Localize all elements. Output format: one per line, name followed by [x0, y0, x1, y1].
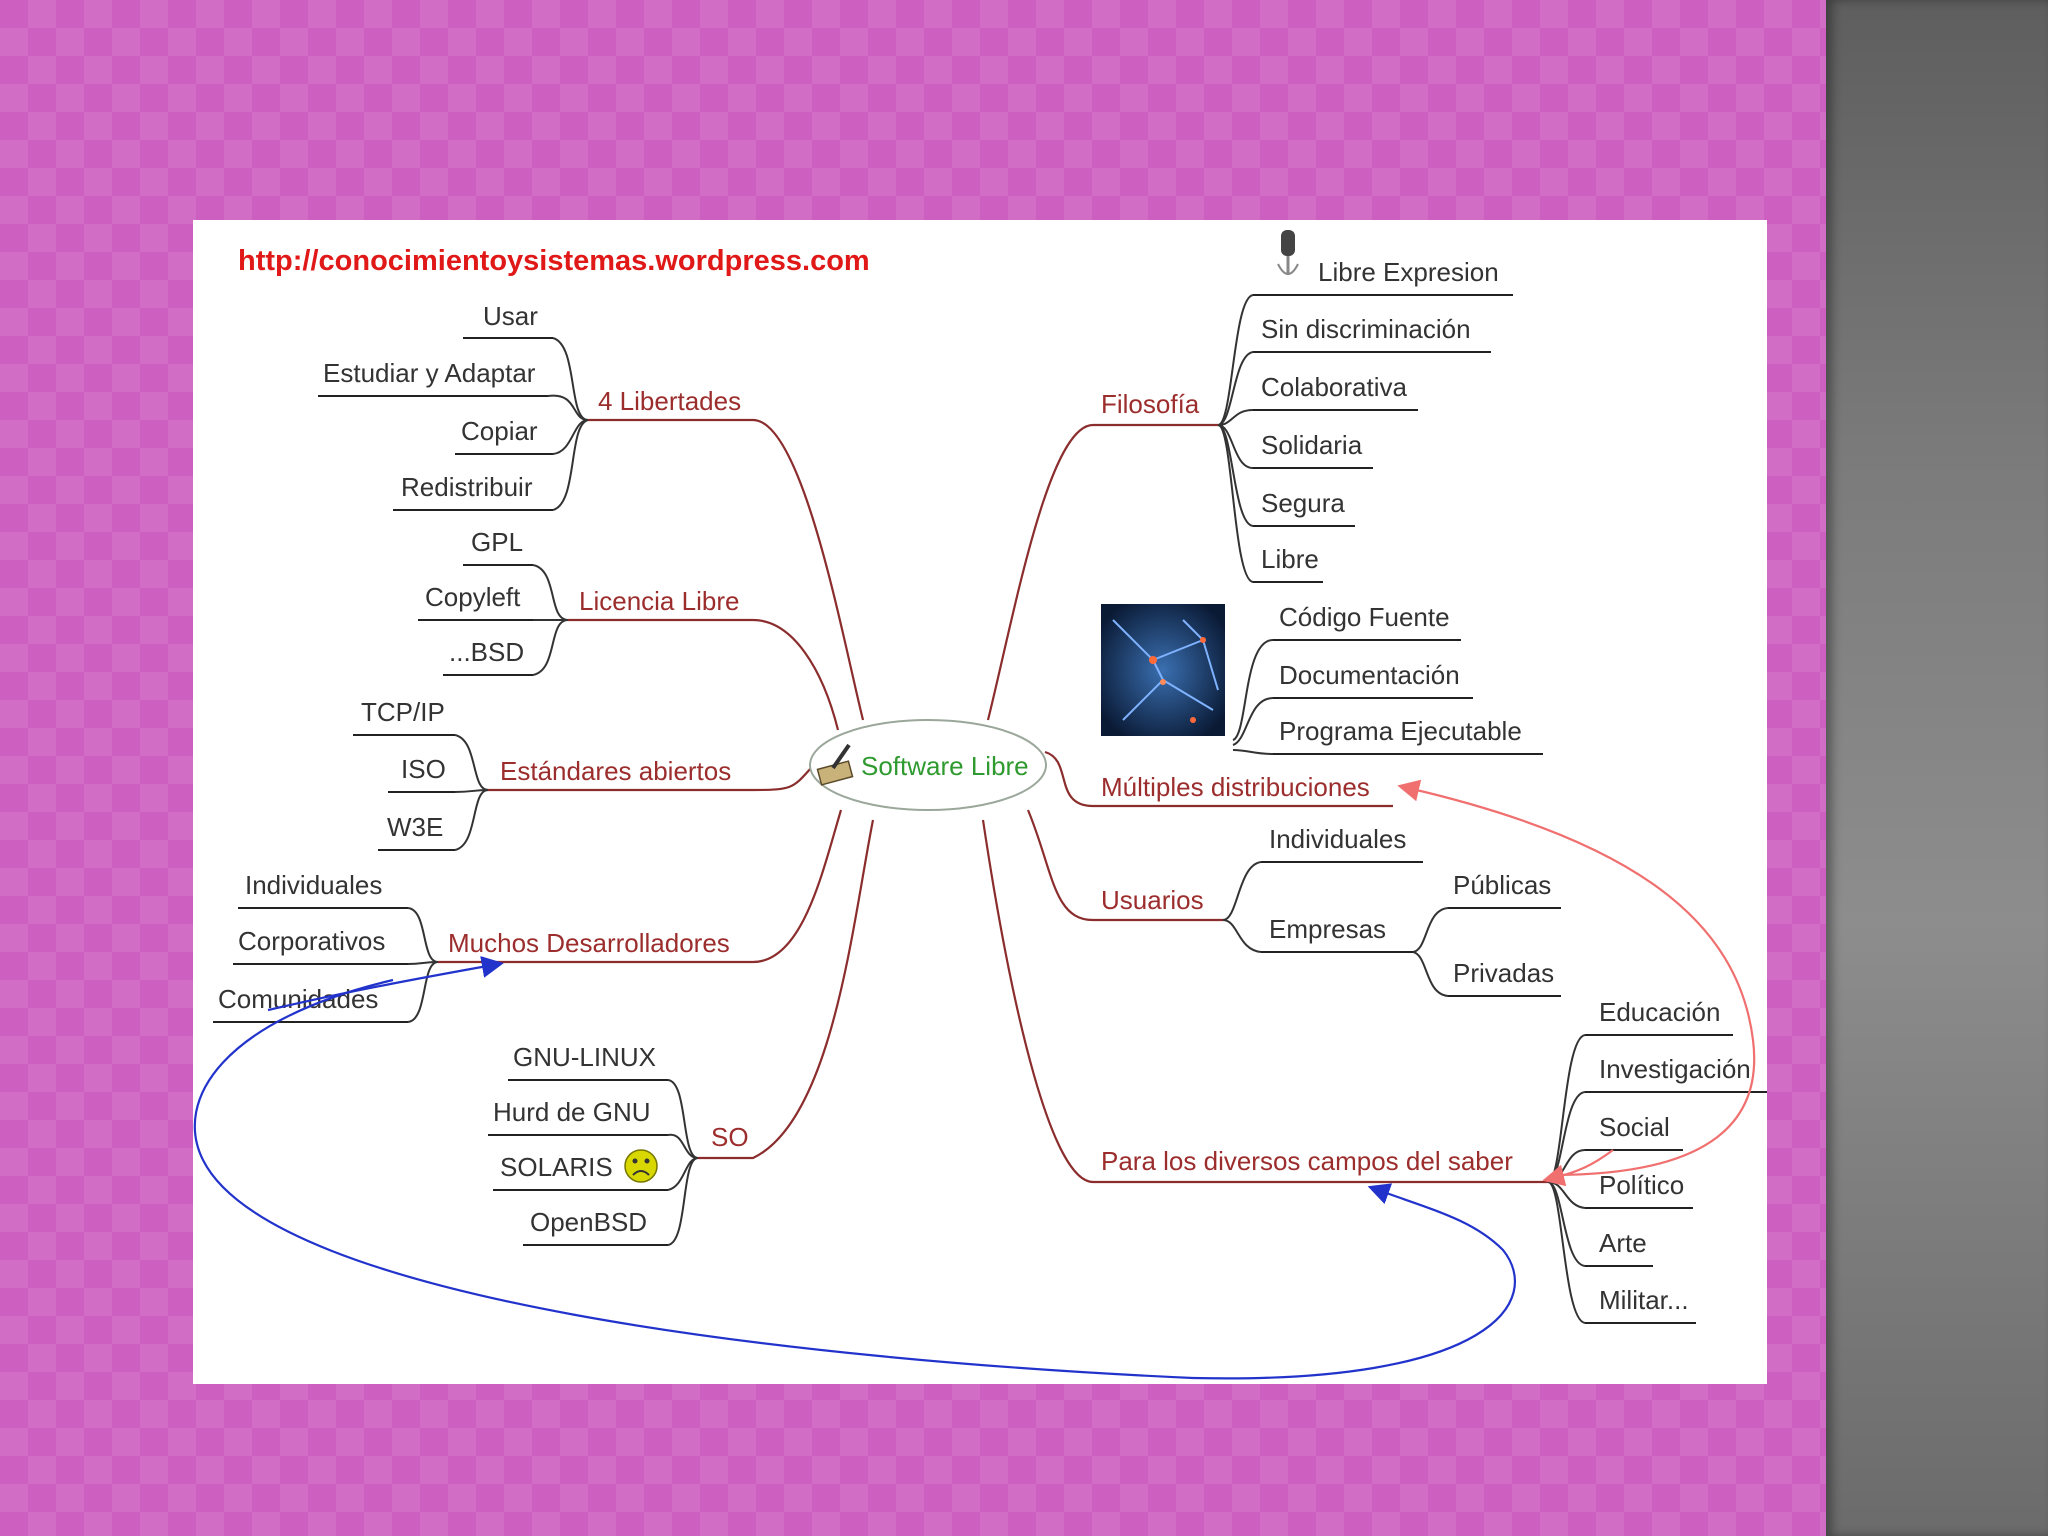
branch-label-usuarios: Usuarios	[1101, 885, 1204, 915]
branch-label-filosofia: Filosofía	[1101, 389, 1200, 419]
item-solaris: SOLARIS	[500, 1152, 613, 1182]
item-empresas: Empresas	[1269, 914, 1386, 944]
sad-face-icon	[624, 1149, 658, 1183]
item-libre-expresion: Libre Expresion	[1318, 257, 1499, 287]
connector	[532, 564, 569, 621]
red-relation-arrow	[1397, 779, 1756, 1177]
item-programa-ejecutable: Programa Ejecutable	[1279, 716, 1522, 746]
item-openbsd: OpenBSD	[530, 1207, 647, 1237]
item-colaborativa: Colaborativa	[1261, 372, 1408, 402]
neural-network-image	[1101, 604, 1225, 736]
item-individuales-dev: Individuales	[245, 870, 382, 900]
item-sin-discriminacion: Sin discriminación	[1261, 314, 1471, 344]
mind-map-panel: http://conocimientoysistemas.wordpress.c…	[193, 220, 1767, 1384]
item-redistribuir: Redistribuir	[401, 472, 533, 502]
connector	[667, 1079, 699, 1159]
connector	[1217, 409, 1254, 426]
connector	[1222, 861, 1262, 921]
branch-line-campos	[981, 819, 1548, 1184]
item-politico: Político	[1599, 1170, 1684, 1200]
branch-label-campos: Para los diversos campos del saber	[1101, 1146, 1513, 1176]
pencil-book-icon	[816, 743, 854, 786]
item-investigacion: Investigación	[1599, 1054, 1751, 1084]
connector	[1547, 1181, 1586, 1324]
item-w3e: W3E	[387, 812, 443, 842]
branch-line-usuarios	[1026, 809, 1223, 922]
connector	[552, 419, 589, 511]
item-segura: Segura	[1261, 488, 1345, 518]
connector	[1222, 919, 1262, 953]
connector	[1547, 1091, 1586, 1183]
item-solidaria: Solidaria	[1261, 430, 1363, 460]
branch-line-estandares	[483, 767, 812, 792]
item-usar: Usar	[483, 301, 538, 331]
connector	[1547, 1034, 1586, 1183]
side-panel	[1826, 0, 2048, 1536]
branch-line-distribuciones	[1044, 750, 1393, 808]
center-label: Software Libre	[861, 751, 1029, 781]
item-individuales-usr: Individuales	[1269, 824, 1406, 854]
branch-line-libertades	[588, 418, 865, 721]
item-gnu-linux: GNU-LINUX	[513, 1042, 656, 1072]
item-codigo-fuente: Código Fuente	[1279, 602, 1450, 632]
connector	[1412, 951, 1449, 997]
branch-label-licencia: Licencia Libre	[579, 586, 739, 616]
item-arte: Arte	[1599, 1228, 1647, 1258]
microphone-icon	[1277, 230, 1299, 275]
connector	[454, 734, 489, 791]
item-comunidades: Comunidades	[218, 984, 378, 1014]
red-relation-arrow-2	[1542, 1149, 1614, 1187]
item-militar: Militar...	[1599, 1285, 1689, 1315]
branch-line-licencia	[568, 618, 840, 731]
connector	[1217, 351, 1254, 426]
connector	[667, 1157, 699, 1246]
connector	[1412, 907, 1449, 953]
connector	[407, 961, 439, 1023]
blue-relation-arrow-2	[267, 956, 504, 1012]
item-estudiar: Estudiar y Adaptar	[323, 358, 536, 388]
blue-relation-arrow	[193, 978, 1517, 1380]
connector	[454, 789, 489, 851]
branch-line-desarrolladores	[438, 809, 843, 964]
item-social: Social	[1599, 1112, 1670, 1142]
item-bsd: ...BSD	[449, 637, 524, 667]
mind-map: http://conocimientoysistemas.wordpress.c…	[193, 230, 1767, 1380]
branch-line-filosofia	[986, 423, 1218, 721]
connector	[667, 1133, 699, 1159]
item-educacion: Educación	[1599, 997, 1720, 1027]
branch-label-desarrolladores: Muchos Desarrolladores	[448, 928, 730, 958]
item-documentacion: Documentación	[1279, 660, 1460, 690]
connector	[407, 907, 439, 963]
branch-label-libertades: 4 Libertades	[598, 386, 741, 416]
item-hurd: Hurd de GNU	[493, 1097, 651, 1127]
connector	[1232, 639, 1274, 741]
item-publicas: Públicas	[1453, 870, 1551, 900]
item-tcpip: TCP/IP	[361, 697, 445, 727]
item-corporativos: Corporativos	[238, 926, 385, 956]
item-iso: ISO	[401, 754, 446, 784]
branch-line-so	[698, 819, 875, 1160]
item-copyleft: Copyleft	[425, 582, 521, 612]
branch-label-estandares: Estándares abiertos	[500, 756, 731, 786]
item-gpl: GPL	[471, 527, 523, 557]
connector	[667, 1157, 699, 1191]
source-url: http://conocimientoysistemas.wordpress.c…	[238, 245, 870, 277]
item-privadas: Privadas	[1453, 958, 1554, 988]
connector	[1217, 294, 1254, 426]
connector	[1217, 424, 1254, 583]
center-node	[809, 719, 1047, 811]
branch-label-so: SO	[711, 1122, 749, 1152]
item-libre: Libre	[1261, 544, 1319, 574]
connector	[1232, 697, 1274, 746]
connector	[547, 394, 589, 421]
branch-label-distribuciones: Múltiples distribuciones	[1101, 772, 1370, 802]
connector	[552, 337, 589, 421]
connector	[1232, 749, 1274, 755]
connector	[532, 619, 569, 676]
item-copiar: Copiar	[461, 416, 538, 446]
